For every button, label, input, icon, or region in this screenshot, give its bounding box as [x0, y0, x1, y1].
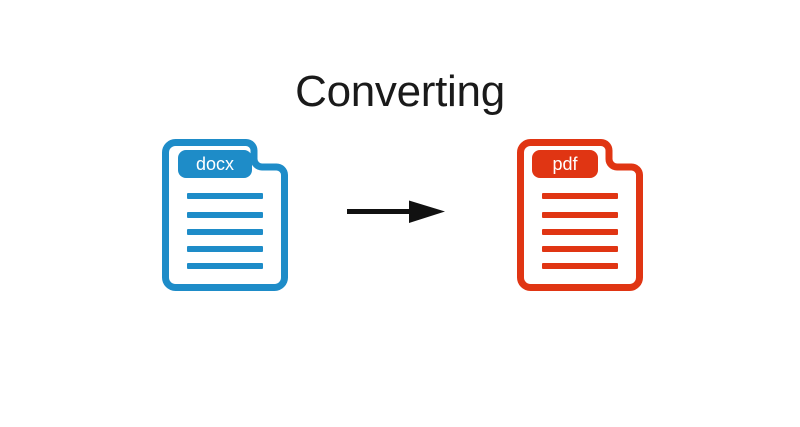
page-title: Converting — [295, 67, 505, 116]
text-line — [542, 229, 618, 235]
file-type-badge — [532, 150, 598, 178]
document-text-lines — [542, 193, 618, 269]
text-line — [542, 263, 618, 269]
file-type-badge — [178, 150, 252, 178]
docx-document-icon: docx — [162, 139, 288, 291]
pdf-document-svg: pdf — [517, 139, 643, 291]
text-line — [187, 212, 263, 218]
right-arrow-svg — [347, 200, 445, 223]
text-line — [187, 263, 263, 269]
file-type-label: pdf — [552, 154, 578, 174]
pdf-document-icon: pdf — [517, 139, 643, 291]
text-line — [542, 246, 618, 252]
text-line — [187, 229, 263, 235]
document-text-lines — [187, 193, 263, 269]
docx-document-svg: docx — [162, 139, 288, 291]
right-arrow-icon — [345, 199, 447, 225]
file-type-label: docx — [196, 154, 234, 174]
text-line — [187, 193, 263, 199]
text-line — [542, 212, 618, 218]
arrow-head — [409, 200, 445, 223]
text-line — [187, 246, 263, 252]
arrow-shaft — [347, 209, 413, 214]
text-line — [542, 193, 618, 199]
